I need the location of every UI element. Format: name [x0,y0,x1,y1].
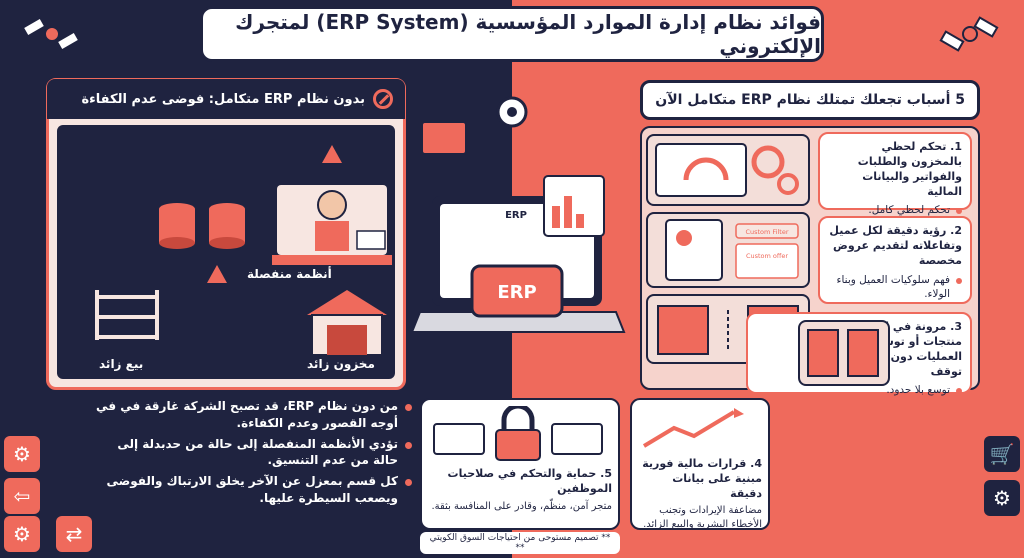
swap-icon: ⇄ [56,516,92,552]
reason-card-4: 4. قرارات مالية فورية مبنية على بيانات د… [630,398,770,530]
reason-title: 1. تحكم لحظي بالمخزون والطلبات والفواتير… [857,140,962,198]
ban-icon [373,89,393,109]
reason-detail: توسع بلا حدود. [844,383,962,397]
reason-detail: تحكم لحظي كامل. [828,203,962,217]
without-erp-illustration: أنظمة منفصلة مخزون زائد بيع زائد [57,125,395,379]
list-item: تؤدي الأنظمة المنفصلة إلى حالة من حدبدلة… [92,436,412,470]
reason-title: 2. رؤية دقيقة لكل عميل وتفاعلاته لتقديم … [829,224,962,267]
erp-chip-label: ERP [497,282,536,303]
custom-offer-label: Custom offer [746,252,788,260]
without-erp-panel: بدون نظام ERP متكامل: فوضى عدم الكفاءة [46,78,406,390]
page-title: فوائد نظام إدارة الموارد المؤسسية (ERP S… [200,6,824,62]
reason-detail: فهم سلوكيات العميل وبناء الولاء. [828,273,962,301]
custom-filter-label: Custom Filter [745,228,788,236]
reasons-header: 5 أسباب تجعلك تمتلك نظام ERP متكامل الآن [640,80,980,120]
reason-card-1: 1. تحكم لحظي بالمخزون والطلبات والفواتير… [818,132,972,216]
satellite-icon [939,16,999,52]
boxes-icon [807,329,879,377]
without-erp-bullets: من دون نظام ERP، قد تصبح الشركة غارقة في… [92,398,412,511]
reason-card-5: 5. حماية والتحكم في صلاحيات الموظفين متج… [420,398,620,530]
footer-credit: ** تصميم مستوحى من احتياجات السوق الكويت… [420,532,620,554]
list-item: كل قسم بمعزل عن الآخر يخلق الارتباك والف… [92,473,412,507]
reason-detail: متجر آمن، منظّم، وقادر على المنافسة بثقة… [431,500,612,512]
gear-icon: ⚙ [984,480,1020,516]
reason-card-2: 2. رؤية دقيقة لكل عميل وتفاعلاته لتقديم … [818,216,972,304]
reason-title: 4. قرارات مالية فورية مبنية على بيانات د… [642,456,762,500]
list-item: من دون نظام ERP، قد تصبح الشركة غارقة في… [92,398,412,432]
without-erp-header-text: بدون نظام ERP متكامل: فوضى عدم الكفاءة [81,91,365,107]
reason-detail: مضاعفة الإيرادات وتجنب الأخطاء البشرية و… [643,505,762,530]
label-separate-systems: أنظمة منفصلة [247,267,332,281]
gear-icon: ⚙ [4,436,40,472]
gauge-icon [655,143,799,197]
laptop-screen-label: ERP [505,210,527,221]
lock-icon [433,403,603,461]
handshake-icon [642,408,744,448]
chaos-illustration [95,145,392,356]
satellite-icon [21,16,81,52]
label-oversell: بيع زائد [99,357,144,371]
dashboard-illustration [646,134,810,206]
erp-laptop-illustration: ERP ERP [412,96,626,333]
reason-title: 5. حماية والتحكم في صلاحيات الموظفين [447,466,612,495]
profile-icon: Custom Filter Custom offer [665,219,799,281]
exit-icon: ⇦ [4,478,40,514]
cart-icon: 🛒 [984,436,1020,472]
customer-profile-illustration: Custom Filter Custom offer [646,212,810,288]
without-erp-header: بدون نظام ERP متكامل: فوضى عدم الكفاءة [47,79,405,119]
label-excess-inventory: مخزون زائد [307,357,375,371]
expansion-illustration [798,320,890,386]
gear-icon: ⚙ [4,516,40,552]
